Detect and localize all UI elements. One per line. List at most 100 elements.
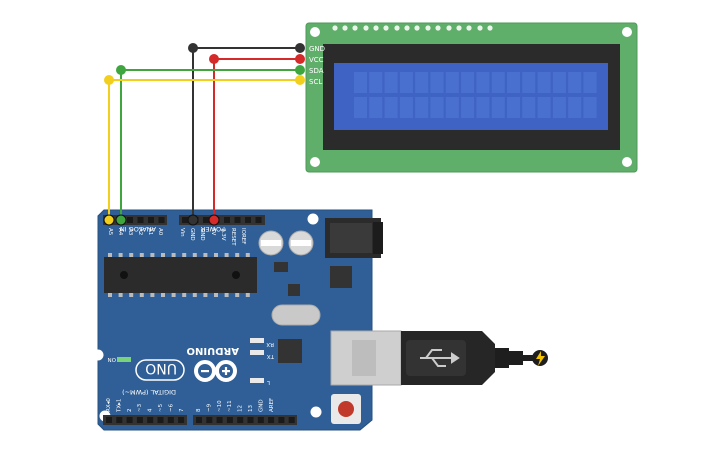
pin-label-vin: Vin [179, 228, 185, 237]
analog-header[interactable] [103, 215, 167, 225]
digital-header-label: DIGITAL (PWM~) [122, 388, 176, 396]
chip-pin [235, 293, 240, 297]
reset-button[interactable] [331, 394, 361, 424]
analog-header-label: ANALOG IN [120, 225, 156, 233]
uno-text: UNO [145, 360, 177, 376]
digital-pin-label: ~6 [168, 403, 174, 412]
tx-led [250, 350, 264, 355]
header-pin [255, 217, 262, 223]
pin-label-a0: A0 [157, 228, 163, 236]
lcd-character-cell [507, 97, 520, 118]
wire-vcc[interactable] [213, 58, 300, 220]
capacitors [258, 230, 314, 256]
digital-pin-label: 12 [238, 405, 244, 412]
digital-pin-label: 13 [248, 405, 254, 412]
small-chip [288, 284, 300, 296]
wire-sda[interactable] [120, 69, 300, 220]
chip-pin [108, 253, 112, 257]
arduino-logo-icon [194, 360, 237, 382]
l-label: L [266, 379, 270, 385]
pin-label-reset: RESET [230, 228, 236, 246]
atmega-microcontroller [104, 253, 257, 297]
header-pin [196, 417, 202, 423]
usb-controller-chip [278, 339, 302, 363]
header-pin [203, 217, 209, 223]
lcd-character-cell [461, 97, 475, 118]
usb-cable[interactable] [330, 330, 548, 386]
header-pin [278, 417, 285, 423]
mount-hole [92, 349, 104, 361]
lcd-character-cell [384, 97, 398, 118]
chip-pin [129, 293, 134, 297]
lcd-character-cell [507, 72, 520, 93]
chip-pin [224, 293, 229, 297]
lcd-pin-label-scl: SCL [309, 78, 322, 86]
chip-pin [245, 253, 250, 257]
header-pin [245, 217, 251, 223]
lcd-pin-label-gnd: GND [309, 45, 325, 53]
lcd-character-cell [384, 72, 398, 93]
uno-logo: UNO [135, 359, 185, 381]
wire-gnd[interactable] [192, 47, 300, 220]
digital-pin-label: AREF [269, 398, 275, 412]
wire-scl[interactable] [108, 79, 300, 220]
mount-hole [310, 406, 322, 418]
regulator-chip [274, 262, 288, 272]
cable-strain-relief [495, 348, 509, 368]
digital-pin-label: ~3 [137, 403, 143, 412]
rx-led [250, 338, 264, 343]
chip-pin [182, 293, 187, 297]
header-pin [127, 217, 133, 223]
rx-label: RX [266, 341, 274, 347]
chip-pin [203, 293, 208, 297]
lcd-character-cell [552, 72, 566, 93]
header-pin [147, 417, 154, 423]
chip-pin [224, 253, 229, 257]
dc-power-jack[interactable] [325, 218, 383, 258]
lcd-character-cell [445, 97, 459, 118]
lcd-character-cell [369, 97, 383, 118]
chip-pin [161, 253, 165, 257]
chip-pin [171, 293, 176, 297]
chip-pin [118, 293, 123, 297]
arduino-uno-board[interactable]: ANALOG IN POWER A5 A4 A3 A2 A1 A0 Vin GN… [92, 209, 384, 431]
digital-pin-label: ~11 [227, 400, 233, 412]
header-pin [148, 217, 154, 223]
tx-label: TX [267, 353, 275, 359]
lcd-character-cell [568, 97, 582, 118]
lightning-icon [536, 351, 545, 366]
chip-pin [171, 253, 176, 257]
header-pin [216, 417, 223, 423]
lcd-character-cell [491, 72, 505, 93]
header-pin [257, 417, 264, 423]
l-led [250, 378, 264, 383]
wire-endpoints [103, 43, 305, 226]
header-pin [158, 217, 165, 223]
lcd-character-cell [583, 97, 597, 118]
digital-header-a[interactable] [103, 415, 187, 425]
header-pin [268, 417, 275, 423]
header-pin [106, 417, 112, 423]
digital-pin-label: ~9 [206, 403, 212, 412]
chip-pin [118, 253, 123, 257]
header-pin [167, 417, 174, 423]
lcd-character-cell [522, 97, 536, 118]
header-pin [226, 417, 233, 423]
lcd-character-cell [430, 72, 444, 93]
mount-hole [310, 157, 320, 167]
digital-header-b[interactable] [193, 415, 297, 425]
on-led [117, 357, 131, 362]
pin-label-a4: A4 [117, 228, 123, 236]
crystal-oscillator [271, 304, 321, 326]
lcd-module[interactable]: GND VCC SDA SCL [305, 22, 638, 173]
wires[interactable] [108, 47, 300, 220]
chip-pin [150, 293, 155, 297]
power-header[interactable] [179, 215, 265, 225]
lcd-pin-label-sda: SDA [309, 67, 324, 75]
chip-pin [235, 253, 240, 257]
digital-pin-label: RX◂0 [106, 398, 112, 412]
lcd-character-cell [537, 72, 551, 93]
lcd-character-cell [476, 72, 490, 93]
pin-label-gnd1: GND [189, 228, 195, 241]
lcd-character-cell [568, 72, 582, 93]
